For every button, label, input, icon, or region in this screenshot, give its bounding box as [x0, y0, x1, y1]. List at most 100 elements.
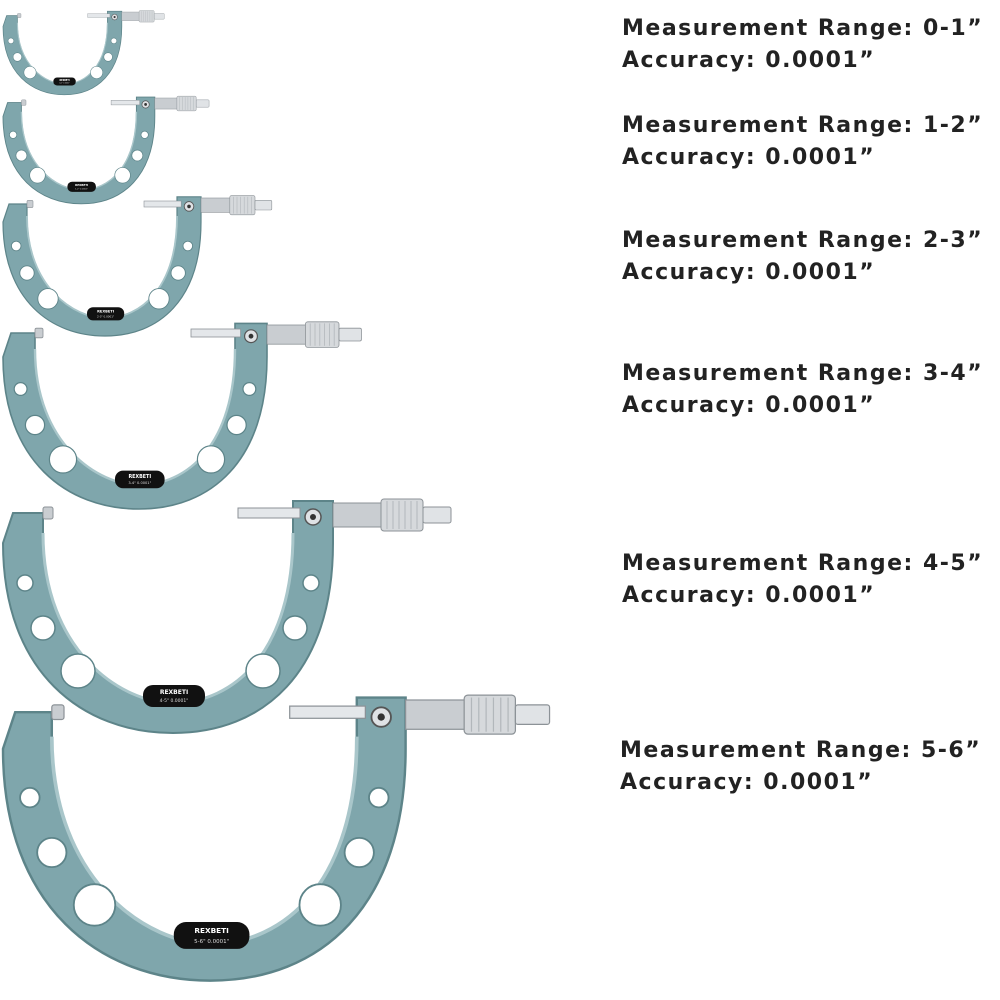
spec-block-1: Measurement Range: 0-1” Accuracy: 0.0001” [622, 13, 983, 77]
frame-hole [182, 240, 194, 252]
sleeve [121, 11, 140, 21]
frame-hole [12, 52, 22, 62]
frame-hole [29, 167, 46, 184]
range-marking: 0-1" 0.0001" [59, 83, 70, 85]
frame-hole [245, 653, 281, 689]
measurement-range-label: Measurement Range: 4-5” [622, 551, 984, 576]
frame-hole [24, 414, 46, 436]
measurement-range-label: Measurement Range: 3-4” [622, 361, 984, 386]
spindle [110, 100, 140, 106]
accuracy-label: Accuracy: 0.0001” [622, 393, 876, 418]
frame-hole [36, 836, 68, 869]
frame-hole [368, 786, 390, 809]
sleeve [154, 97, 179, 110]
spindle-lock-center [310, 514, 316, 520]
frame-hole [242, 382, 257, 397]
spindle-lock-center [187, 204, 191, 209]
frame-hole [302, 574, 320, 592]
anvil [42, 506, 54, 520]
brand-badge [173, 922, 250, 949]
spec-block-6: Measurement Range: 5-6” Accuracy: 0.0001” [620, 735, 981, 799]
frame-hole [72, 883, 117, 927]
accuracy-label: Accuracy: 0.0001” [622, 583, 876, 608]
frame-hole [226, 414, 247, 436]
spindle [190, 328, 242, 338]
brand-badge [115, 470, 165, 489]
range-marking: 4-5" 0.0001" [160, 698, 189, 704]
frame-hole [131, 149, 144, 162]
frame-hole [23, 66, 37, 79]
ratchet [422, 506, 452, 524]
frame-hole [13, 382, 28, 397]
frame-hole [37, 288, 59, 310]
brand-badge [53, 77, 76, 86]
frame-hole [10, 240, 22, 252]
micrometer-5: REXBETI 4-5" 0.0001" [1, 498, 452, 735]
range-marking: 3-4" 0.0001" [128, 481, 151, 485]
spec-block-2: Measurement Range: 1-2” Accuracy: 0.0001” [622, 110, 983, 174]
brand-name: REXBETI [160, 689, 188, 696]
spindle [237, 507, 301, 519]
measurement-range-label: Measurement Range: 0-1” [622, 16, 984, 41]
spindle-lock-center [248, 333, 254, 339]
frame-hole [16, 574, 34, 592]
frame-hole [19, 786, 41, 809]
ratchet [514, 704, 551, 726]
brand-name: REXBETI [97, 310, 114, 314]
ratchet [254, 200, 273, 211]
frame-hole [15, 149, 28, 162]
frame-hole [19, 265, 35, 281]
range-marking: 5-6" 0.0001" [194, 939, 229, 945]
anvil [34, 327, 44, 339]
brand-badge [67, 181, 96, 192]
accuracy-label: Accuracy: 0.0001” [622, 48, 876, 73]
spindle-lock-center [113, 15, 116, 19]
spec-block-3: Measurement Range: 2-3” Accuracy: 0.0001” [622, 225, 983, 289]
frame-hole [140, 130, 149, 139]
range-marking: 1-2" 0.0001" [75, 189, 88, 191]
frame-hole [48, 445, 78, 474]
micrometer-6: REXBETI 5-6" 0.0001" [1, 694, 551, 982]
brand-name: REXBETI [128, 474, 151, 480]
sleeve [200, 197, 232, 213]
range-marking: 2-3" 0.0001" [97, 314, 114, 318]
accuracy-label: Accuracy: 0.0001” [620, 770, 874, 795]
frame-hole [103, 52, 113, 62]
frame-hole [148, 288, 170, 310]
measurement-range-label: Measurement Range: 5-6” [620, 738, 982, 763]
ratchet [154, 13, 165, 20]
spec-block-4: Measurement Range: 3-4” Accuracy: 0.0001” [622, 358, 983, 422]
accuracy-label: Accuracy: 0.0001” [622, 260, 876, 285]
brand-name: REXBETI [75, 183, 88, 187]
frame-hole [9, 130, 18, 139]
frame-hole [282, 615, 308, 641]
frame-hole [343, 836, 375, 869]
accuracy-label: Accuracy: 0.0001” [622, 145, 876, 170]
sleeve [266, 324, 308, 345]
ratchet [195, 99, 210, 108]
brand-name: REXBETI [194, 926, 229, 935]
sleeve [332, 502, 384, 528]
spindle-lock-center [144, 103, 147, 106]
spindle [143, 200, 182, 208]
brand-name: REXBETI [59, 79, 69, 82]
spindle-lock-center [377, 713, 385, 721]
frame-hole [298, 883, 342, 927]
anvil [26, 200, 34, 208]
frame-hole [170, 265, 186, 281]
frame-hole [30, 615, 56, 641]
micrometer-2: REXBETI 1-2" 0.0001" [2, 95, 210, 205]
spindle [87, 13, 111, 18]
measurement-range-label: Measurement Range: 2-3” [622, 228, 984, 253]
anvil [51, 704, 65, 721]
brand-badge [87, 307, 125, 321]
frame-hole [7, 37, 15, 44]
frame-hole [110, 37, 118, 44]
frame-hole [114, 167, 131, 184]
measurement-range-label: Measurement Range: 1-2” [622, 113, 984, 138]
sleeve [404, 699, 468, 730]
